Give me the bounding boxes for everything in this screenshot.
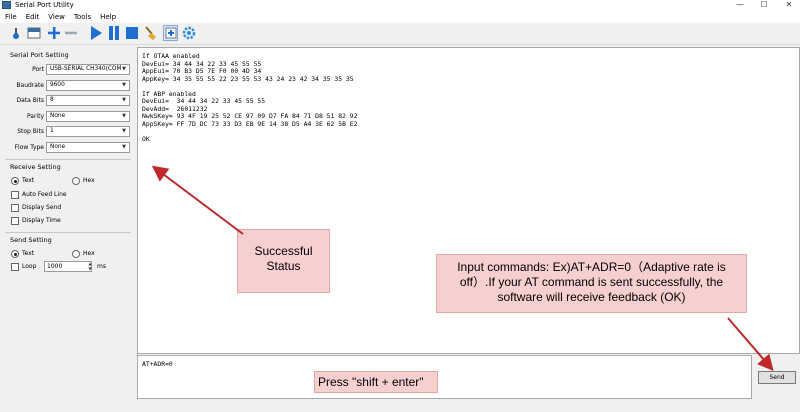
port-label: Port	[32, 66, 44, 73]
receive-hex-label: Hex	[83, 177, 95, 184]
receive-line: AppEui= 70 B3 D5 7E F0 00 4D 34	[142, 67, 262, 75]
baudrate-label: Baudrate	[16, 82, 44, 89]
send-hex-radio[interactable]	[72, 250, 80, 258]
send-text-radio[interactable]	[11, 250, 19, 258]
close-button[interactable]: ✕	[785, 0, 793, 9]
interval-spinner[interactable]: ▲▼	[88, 261, 92, 271]
parity-select[interactable]: None▼	[46, 111, 130, 122]
annotation-shift-enter: Press "shift + enter"	[314, 371, 438, 393]
receive-setting-title: Receive Setting	[10, 163, 61, 171]
stop-bits-select[interactable]: 1▼	[46, 126, 130, 137]
receive-line: If ABP enabled	[142, 89, 196, 98]
send-input-text: AT+ADR=0	[142, 360, 173, 368]
interval-unit-label: ms	[97, 263, 106, 270]
send-text-label: Text	[22, 250, 35, 257]
minimize-button[interactable]: —	[736, 0, 744, 9]
receive-line: OK	[142, 134, 150, 143]
toolbar	[0, 23, 800, 45]
display-time-checkbox[interactable]	[11, 217, 19, 225]
auto-feed-line-checkbox[interactable]	[11, 191, 19, 199]
baudrate-select[interactable]: 9600▼	[46, 80, 130, 91]
send-button[interactable]: Send	[758, 371, 796, 384]
receive-line	[142, 128, 357, 136]
stop-bits-label: Stop Bits	[17, 128, 44, 135]
play-icon[interactable]	[88, 25, 103, 41]
data-bits-label: Data Bits	[16, 97, 45, 104]
pause-icon[interactable]	[106, 25, 121, 41]
receive-hex-radio[interactable]	[72, 177, 80, 185]
receive-line: DevEui= 34 44 34 22 33 45 55 55	[142, 97, 266, 105]
log-icon[interactable]	[26, 25, 41, 41]
title-bar: Serial Port Utility — ☐ ✕	[0, 0, 800, 11]
chevron-down-icon: ▼	[122, 97, 126, 103]
menu-view[interactable]: View	[48, 13, 65, 21]
window-title: Serial Port Utility	[15, 1, 74, 9]
receive-line: If OTAA enabled	[142, 52, 200, 60]
annotation-successful-status: Successful Status	[237, 229, 330, 293]
stop-icon[interactable]	[124, 25, 139, 41]
status-bar	[137, 400, 800, 412]
chevron-down-icon: ▼	[122, 82, 126, 88]
add-icon[interactable]	[46, 25, 61, 41]
flow-type-label: Flow Type	[14, 144, 44, 151]
app-icon	[2, 1, 11, 9]
chevron-down-icon: ▼	[122, 144, 126, 150]
loop-interval-input[interactable]: 1000	[44, 261, 92, 272]
divider	[5, 159, 131, 160]
auto-feed-line-label: Auto Feed Line	[22, 191, 67, 198]
display-send-checkbox[interactable]	[11, 204, 19, 212]
flow-type-select[interactable]: None▼	[46, 142, 130, 153]
menu-help[interactable]: Help	[100, 13, 117, 21]
receive-line: NwkSKey= 93 4F 19 25 52 CE 97 09 D7 FA 8…	[142, 112, 358, 120]
receive-line: AppSKey= FF 7D DC 73 33 D3 EB 9E 14 38 D…	[142, 119, 358, 128]
display-send-label: Display Send	[22, 204, 62, 211]
receive-line: DevAdd= 26011232	[142, 104, 208, 113]
settings-panel: Serial Port Setting Port USB-SERIAL CH34…	[0, 46, 137, 412]
data-bits-select[interactable]: 8▼	[46, 95, 130, 106]
remove-icon[interactable]	[63, 25, 78, 41]
loop-label: Loop	[22, 263, 37, 270]
menu-bar: File Edit View Tools Help	[0, 11, 800, 23]
chevron-down-icon: ▼	[122, 66, 126, 72]
parity-label: Parity	[26, 113, 44, 120]
settings-gear-icon[interactable]	[181, 25, 196, 41]
menu-edit[interactable]: Edit	[25, 13, 40, 21]
menu-tools[interactable]: Tools	[73, 13, 92, 21]
maximize-button[interactable]: ☐	[760, 0, 768, 9]
chevron-down-icon: ▼	[122, 113, 126, 119]
receive-text-radio[interactable]	[11, 177, 19, 185]
connect-icon[interactable]	[8, 25, 23, 41]
send-hex-label: Hex	[83, 250, 95, 257]
send-setting-title: Send Setting	[10, 236, 52, 244]
send-input[interactable]: AT+ADR=0	[137, 355, 752, 399]
menu-file[interactable]: File	[5, 13, 17, 21]
clear-brush-icon[interactable]	[142, 25, 157, 41]
chevron-down-icon: ▼	[122, 128, 126, 134]
insert-icon[interactable]	[163, 25, 178, 41]
divider	[5, 232, 131, 233]
receive-line: DevEui= 34 44 34 22 33 45 55 55	[142, 59, 262, 68]
port-select[interactable]: USB-SERIAL CH340(COM▼	[46, 64, 130, 75]
annotation-input-commands: Input commands: Ex)AT+ADR=0（Adaptive rat…	[436, 254, 747, 313]
receive-text-label: Text	[22, 177, 35, 184]
loop-checkbox[interactable]	[11, 263, 19, 271]
display-time-label: Display Time	[22, 217, 61, 224]
serial-port-setting-title: Serial Port Setting	[10, 51, 69, 59]
receive-line: AppKey= 34 35 55 55 22 23 55 53 43 24 23…	[142, 74, 354, 83]
